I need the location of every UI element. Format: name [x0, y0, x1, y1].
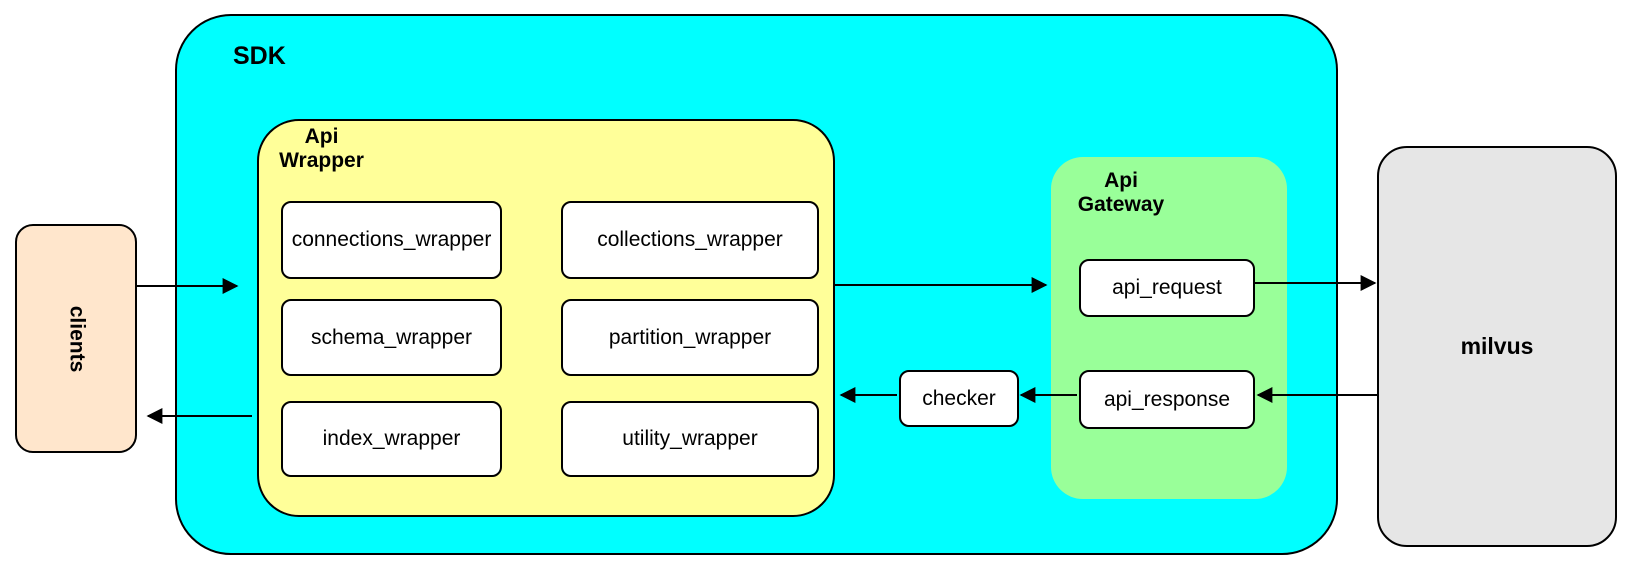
api-request-label: api_request: [1112, 276, 1222, 299]
clients-label: clients: [65, 305, 88, 372]
api-response-label: api_response: [1103, 387, 1231, 411]
box-schema-wrapper: schema_wrapper: [281, 299, 502, 376]
collections-wrapper-label: collections_wrapper: [597, 228, 783, 251]
connections-wrapper-label: connections_wrapper: [291, 228, 492, 251]
box-api-request: api_request: [1079, 259, 1255, 317]
box-api-response: api_response: [1079, 370, 1255, 429]
partition-wrapper-label: partition_wrapper: [608, 325, 772, 349]
schema-wrapper-label: schema_wrapper: [310, 325, 473, 349]
node-clients: clients: [15, 224, 137, 453]
container-api-gateway: Api Gateway api_request api_response: [1051, 157, 1287, 499]
box-connections-wrapper: connections_wrapper: [281, 201, 502, 279]
milvus-label: milvus: [1460, 333, 1534, 359]
box-checker: checker: [899, 370, 1019, 427]
checker-label: checker: [922, 386, 996, 410]
api-gateway-label: Api Gateway: [1077, 169, 1165, 217]
box-utility-wrapper: utility_wrapper: [561, 401, 819, 477]
node-milvus: milvus: [1377, 146, 1617, 547]
container-sdk: SDK Api Wrapper connections_wrapper coll…: [175, 14, 1338, 555]
box-collections-wrapper: collections_wrapper: [561, 201, 819, 279]
index-wrapper-label: index_wrapper: [322, 427, 461, 450]
box-index-wrapper: index_wrapper: [281, 401, 502, 477]
sdk-label: SDK: [233, 42, 286, 70]
api-wrapper-label: Api Wrapper: [279, 125, 364, 173]
container-api-wrapper: Api Wrapper connections_wrapper collecti…: [257, 119, 835, 517]
box-partition-wrapper: partition_wrapper: [561, 299, 819, 376]
utility-wrapper-label: utility_wrapper: [622, 427, 758, 450]
